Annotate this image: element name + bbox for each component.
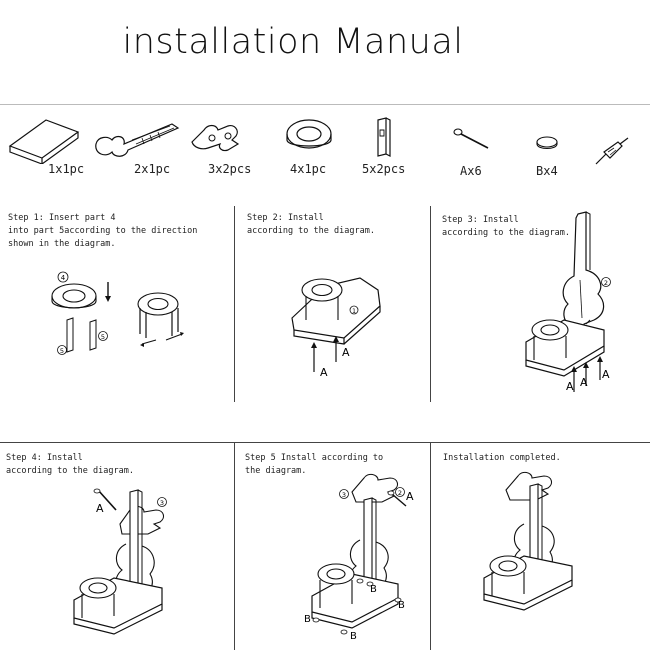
callout-2: 2 bbox=[604, 279, 608, 287]
parts-list: 1x1pc 2x1pc 3x2pcs 4x1pc 5x2pcs Ax6 Bx4 bbox=[0, 104, 650, 190]
base-board-icon bbox=[8, 119, 80, 164]
callout-5: 5 bbox=[101, 333, 105, 341]
row-divider bbox=[0, 442, 650, 443]
callout-1: 1 bbox=[352, 308, 356, 315]
callout-A: A bbox=[96, 502, 104, 515]
callout-A: A bbox=[602, 368, 610, 381]
part-label: Ax6 bbox=[460, 164, 482, 178]
screwdriver-icon bbox=[595, 137, 629, 165]
post-icon bbox=[377, 117, 391, 157]
panel-divider bbox=[234, 206, 235, 402]
callout-B: B bbox=[350, 631, 357, 642]
callout-A: A bbox=[406, 490, 414, 503]
callout-A: A bbox=[566, 380, 574, 393]
panel-divider bbox=[430, 442, 431, 650]
callout-B: B bbox=[370, 584, 377, 595]
violin-panel-icon bbox=[95, 123, 180, 157]
part-label: 1x1pc bbox=[48, 162, 85, 176]
callout-B: B bbox=[398, 600, 405, 611]
part-label: 4x1pc bbox=[290, 162, 327, 176]
callout-5: 5 bbox=[60, 347, 64, 355]
scroll-piece-icon bbox=[191, 124, 240, 152]
callout-3: 3 bbox=[342, 491, 346, 499]
callout-A: A bbox=[580, 376, 588, 389]
step-3-diagram: 2 A A A bbox=[525, 211, 611, 393]
step-5-diagram: 3 2 A B B B B bbox=[304, 473, 414, 642]
header-divider bbox=[0, 104, 650, 105]
pin-icon bbox=[453, 128, 489, 149]
page-title: installation Manual bbox=[122, 22, 464, 62]
callout-4: 4 bbox=[61, 274, 66, 282]
completed-diagram bbox=[483, 471, 573, 611]
callout-A: A bbox=[342, 346, 350, 359]
part-label: 5x2pcs bbox=[362, 162, 406, 176]
callout-B: B bbox=[304, 614, 311, 625]
part-label: 2x1pc bbox=[134, 162, 171, 176]
panel-divider bbox=[430, 206, 431, 402]
step-2-diagram: 1 A A bbox=[291, 277, 381, 379]
callout-3: 3 bbox=[160, 499, 164, 507]
step-6-text: Installation completed. bbox=[443, 453, 561, 463]
ring-icon bbox=[286, 119, 332, 149]
part-label: Bx4 bbox=[536, 164, 558, 178]
panel-divider bbox=[234, 442, 235, 650]
step-4-diagram: A 3 bbox=[73, 488, 167, 635]
step-1-diagram: 4 5 5 bbox=[51, 271, 184, 355]
callout-A: A bbox=[320, 366, 328, 379]
pad-icon bbox=[536, 136, 558, 150]
part-label: 3x2pcs bbox=[208, 162, 252, 176]
callout-2: 2 bbox=[398, 489, 402, 497]
